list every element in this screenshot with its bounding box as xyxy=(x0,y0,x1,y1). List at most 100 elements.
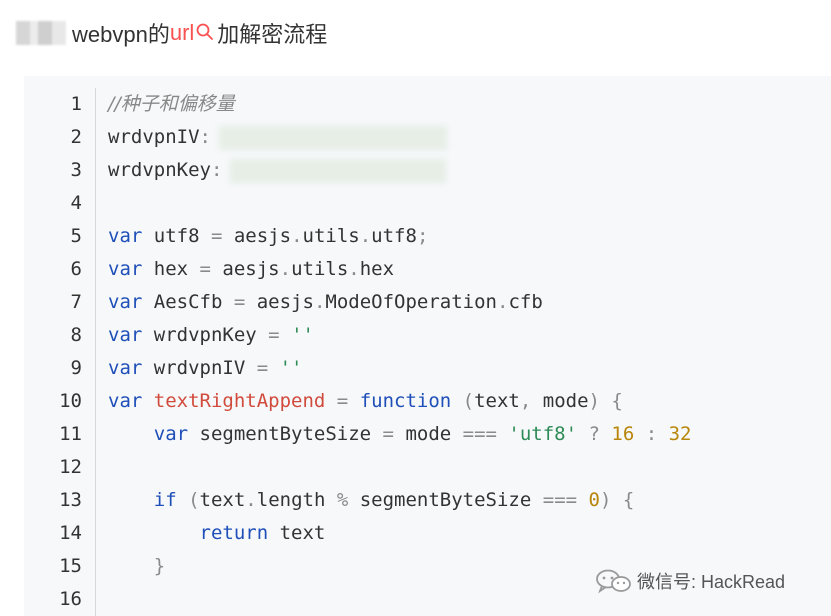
code-line xyxy=(108,451,691,484)
code-token: . xyxy=(313,291,326,313)
heading-suffix: 加解密流程 xyxy=(217,22,328,47)
line-number: 14 xyxy=(59,522,82,544)
article-heading: webvpn的 url 加解密流程 xyxy=(16,14,327,52)
code-token: ( xyxy=(176,489,200,511)
line-number: 7 xyxy=(70,291,82,313)
code-line: wrdvpnIV: xyxy=(108,121,691,154)
code-token: function xyxy=(348,390,452,412)
code-token: var xyxy=(108,423,189,445)
redacted-value xyxy=(218,125,447,150)
code-token: = xyxy=(210,225,223,247)
code-token: mode xyxy=(531,390,589,412)
code-token: return xyxy=(108,522,269,544)
code-token: ; xyxy=(416,225,429,247)
wechat-icon xyxy=(596,569,631,594)
code-token: length xyxy=(256,489,337,511)
code-token: : xyxy=(634,423,658,445)
code-token: aesjs xyxy=(210,258,280,280)
code-token: } xyxy=(108,555,166,577)
code-token: = xyxy=(268,324,280,346)
code-token: var xyxy=(108,324,143,346)
line-number: 5 xyxy=(70,225,82,247)
line-number: 2 xyxy=(70,126,82,148)
url-link[interactable]: url xyxy=(169,20,195,45)
code-token: === xyxy=(542,489,578,511)
code-token: utils xyxy=(302,225,360,247)
code-line: var wrdvpnKey = '' xyxy=(108,319,691,352)
code-token: 'utf8' xyxy=(496,423,578,445)
code-token: segmentByteSize xyxy=(188,423,383,445)
code-token: textRightAppend xyxy=(142,390,326,412)
line-number: 13 xyxy=(59,489,82,511)
redacted-value xyxy=(230,158,447,183)
code-token: segmentByteSize xyxy=(348,489,543,511)
code-line: return text xyxy=(108,517,691,550)
code-token: . xyxy=(279,258,292,280)
code-line: wrdvpnKey: xyxy=(108,154,691,187)
watermark-text: 微信号: HackRead xyxy=(637,572,786,592)
code-token: 32 xyxy=(657,423,692,445)
line-number: 11 xyxy=(59,423,82,445)
code-line xyxy=(108,187,691,220)
code-token: . xyxy=(496,291,509,313)
code-token: aesjs xyxy=(245,291,314,313)
code-token: { xyxy=(611,489,635,511)
gutter-divider xyxy=(95,88,96,616)
line-number: 8 xyxy=(70,324,82,346)
line-number: 1 xyxy=(70,93,82,115)
code-token: utils xyxy=(291,258,349,280)
code-token: utf8 xyxy=(142,225,211,247)
code-line: var AesCfb = aesjs.ModeOfOperation.cfb xyxy=(108,286,691,319)
code-line: var segmentByteSize = mode === 'utf8' ? … xyxy=(108,418,692,451)
code-token: . xyxy=(291,225,303,247)
code-token: : xyxy=(199,126,211,148)
code-token: text xyxy=(474,390,520,412)
code-line: } xyxy=(108,550,691,583)
code-token: var xyxy=(108,357,143,379)
code-token: 0 xyxy=(577,489,600,511)
code-line: //种子和偏移量 xyxy=(108,88,691,121)
code-token: utf8 xyxy=(371,225,417,247)
code-token: % xyxy=(336,489,349,511)
line-number: 15 xyxy=(59,555,82,577)
code-token: ( xyxy=(451,390,475,412)
code-token: '' xyxy=(268,357,303,379)
code-token: cfb xyxy=(508,291,543,313)
line-number: 3 xyxy=(70,159,82,181)
code-token: hex xyxy=(359,258,395,280)
code-line: var utf8 = aesjs.utils.utf8; xyxy=(108,220,691,253)
code-token: var xyxy=(108,258,143,280)
code-token: = xyxy=(382,423,394,445)
code-token: : xyxy=(210,159,223,181)
code-token: ModeOfOperation xyxy=(325,291,497,313)
code-token: AesCfb xyxy=(142,291,234,313)
code-token: wrdvpnIV xyxy=(142,357,257,379)
line-number: 16 xyxy=(59,588,82,610)
code-token: hex xyxy=(142,258,200,280)
code-token: if xyxy=(108,489,177,511)
search-icon[interactable] xyxy=(195,21,215,45)
code-token: wrdvpnIV xyxy=(108,126,200,148)
code-token: ) xyxy=(588,390,600,412)
line-number: 9 xyxy=(70,357,82,379)
code-token: = xyxy=(199,258,211,280)
code-token: mode xyxy=(394,423,463,445)
redacted-text xyxy=(16,21,66,45)
code-token: var xyxy=(108,225,143,247)
code-line: var textRightAppend = function (text, mo… xyxy=(108,385,691,418)
code-token: = xyxy=(256,357,269,379)
heading-prefix: webvpn的 xyxy=(72,22,170,47)
code-token: . xyxy=(348,258,360,280)
code-line: var wrdvpnIV = '' xyxy=(108,352,691,385)
code-token: , xyxy=(519,390,532,412)
wechat-watermark: 微信号: HackRead xyxy=(593,566,785,596)
line-number: 6 xyxy=(70,258,82,280)
code-token: === xyxy=(462,423,497,445)
code-line: if (text.length % segmentByteSize === 0)… xyxy=(108,484,691,517)
code-token: { xyxy=(599,390,623,412)
line-number: 4 xyxy=(70,192,82,214)
code-token: aesjs xyxy=(222,225,292,247)
code-token: = xyxy=(233,291,246,313)
